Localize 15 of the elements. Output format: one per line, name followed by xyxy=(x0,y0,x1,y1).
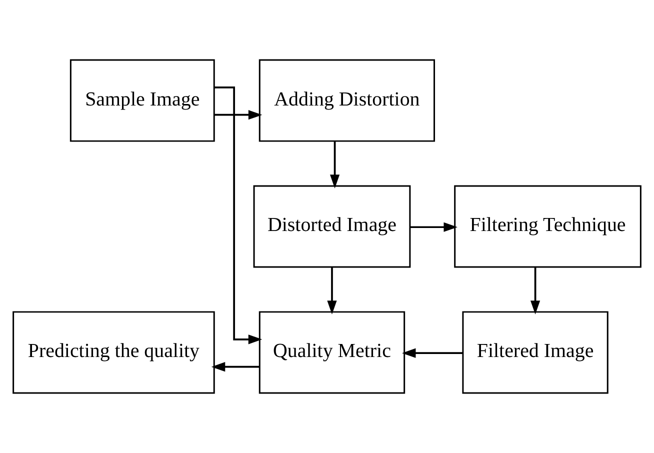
arrow xyxy=(530,267,540,314)
arrow xyxy=(211,362,260,372)
node-box: Filtering Technique xyxy=(454,185,642,268)
arrow xyxy=(214,110,262,120)
node-box: Sample Image xyxy=(70,59,215,142)
node-box: Adding Distortion xyxy=(258,59,436,142)
node-box: Quality Metric xyxy=(258,311,406,394)
node-box: Distorted Image xyxy=(253,185,411,268)
arrow xyxy=(330,141,340,188)
node-box: Predicting the quality xyxy=(12,311,215,394)
arrow xyxy=(214,86,262,344)
arrow xyxy=(410,222,458,232)
arrow xyxy=(402,348,463,358)
arrow xyxy=(327,267,337,314)
node-box: Filtered Image xyxy=(462,311,608,394)
